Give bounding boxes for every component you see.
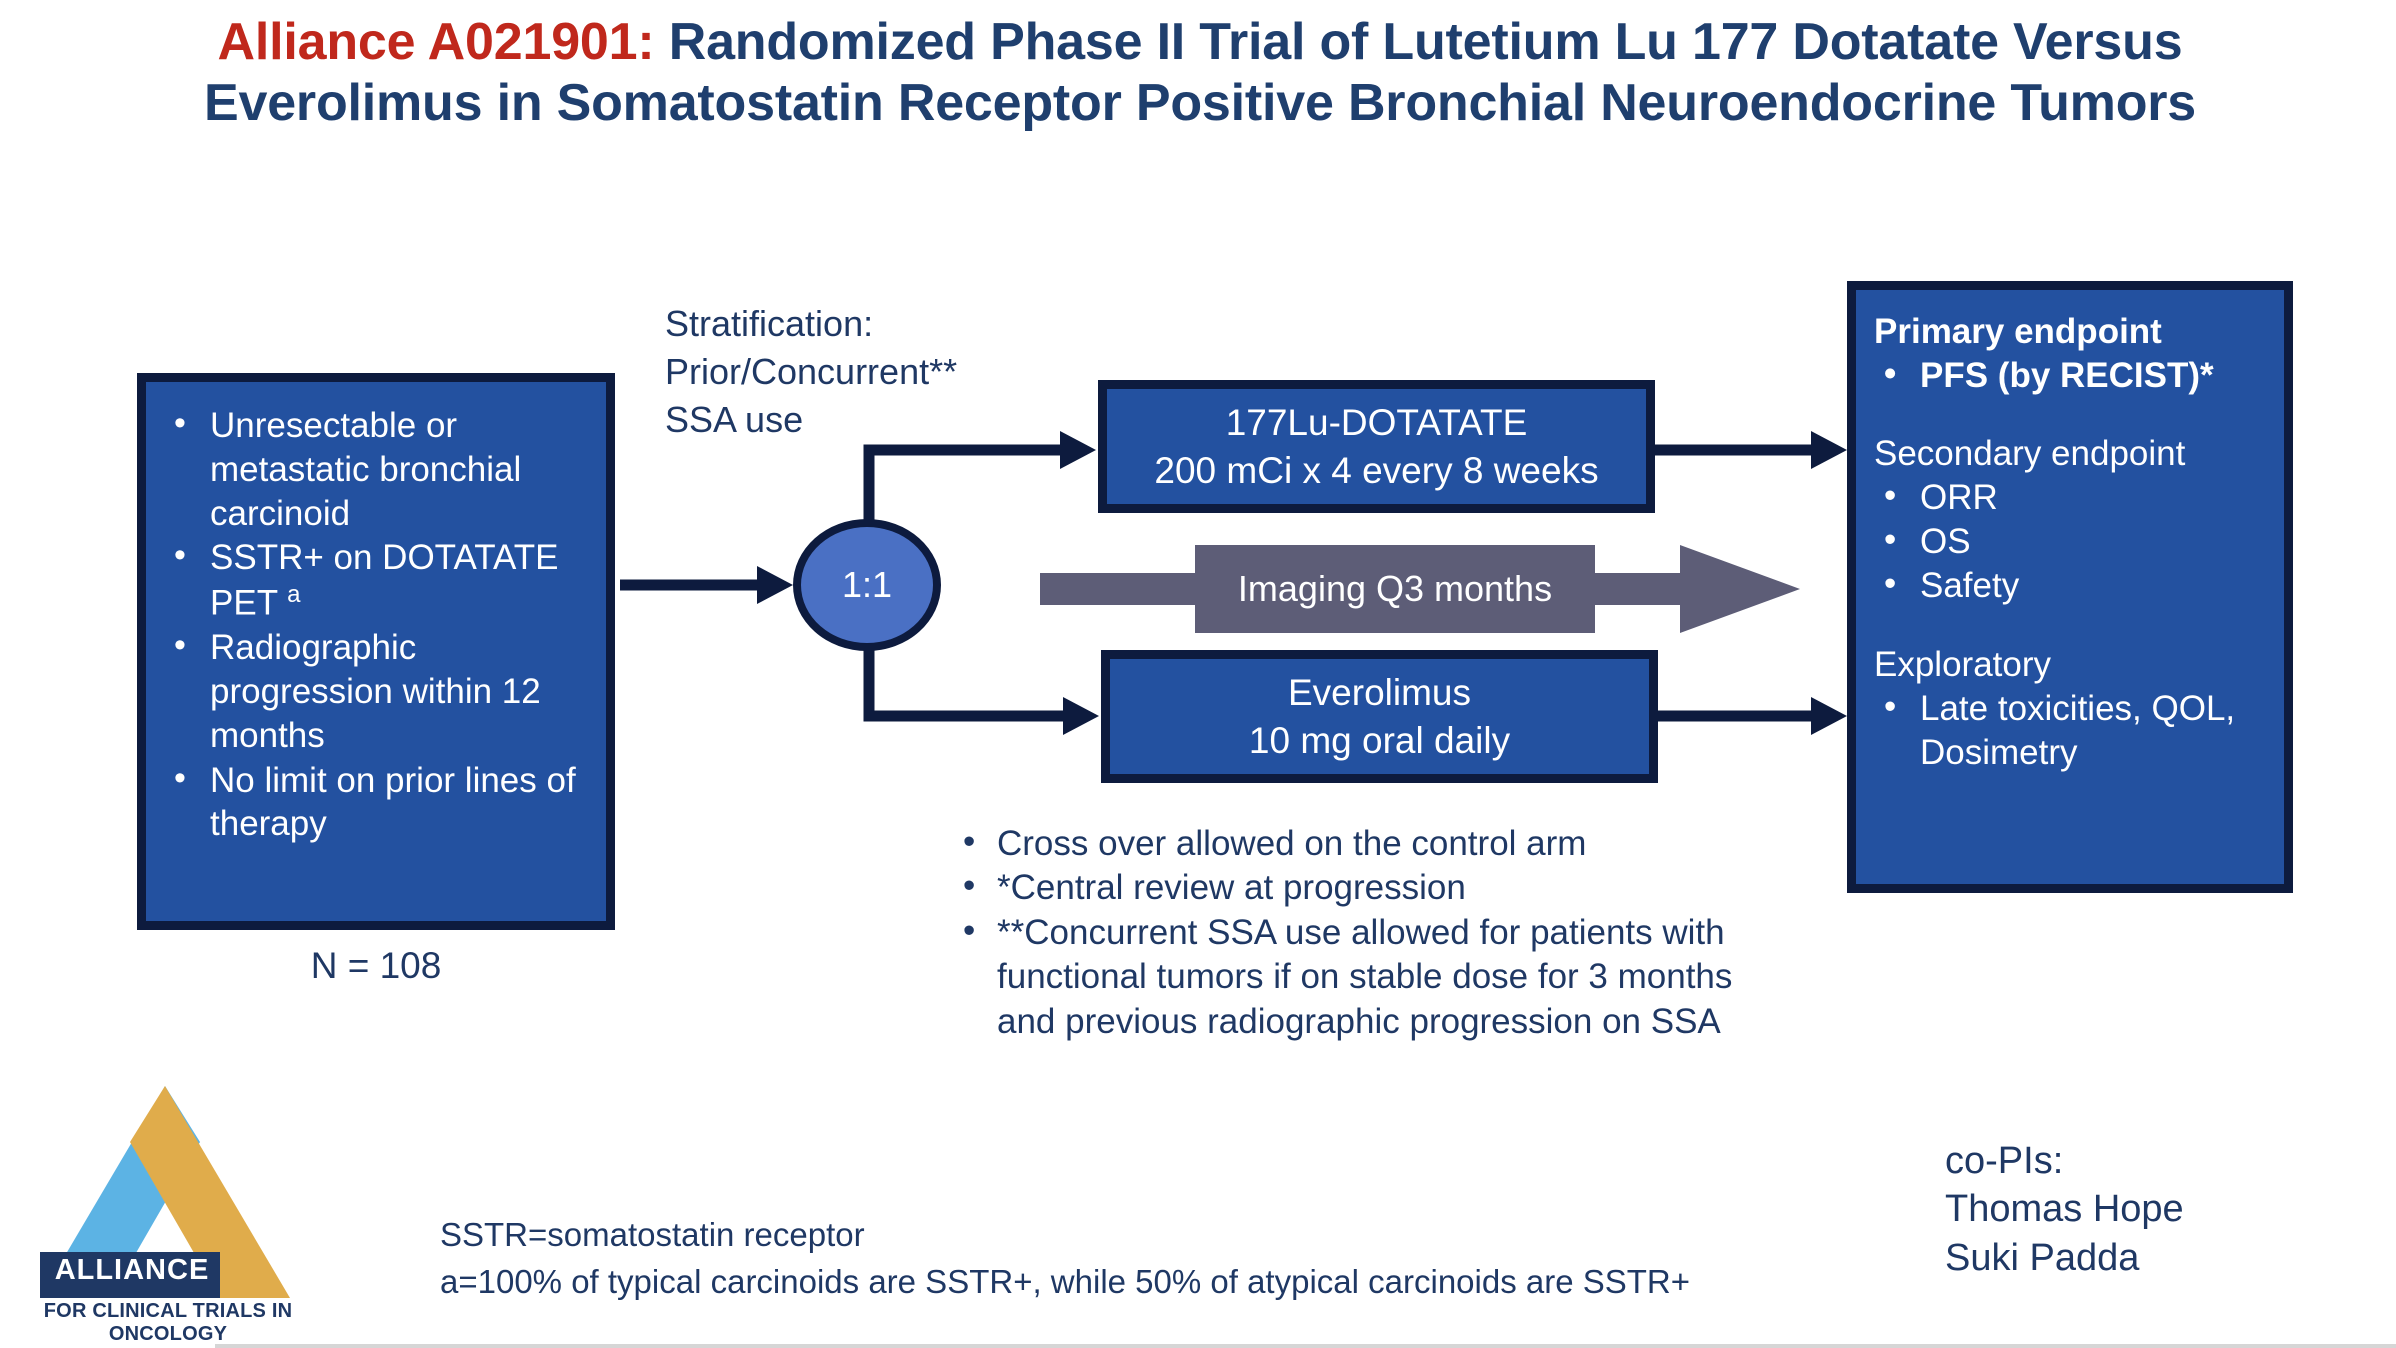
control-arm-box: Everolimus 10 mg oral daily	[1101, 650, 1658, 783]
co-pis-block: co-PIs: Thomas Hope Suki Padda	[1945, 1137, 2345, 1282]
abbreviation-footnote-a: a=100% of typical carcinoids are SSTR+, …	[440, 1262, 1691, 1300]
randomization-ratio-node: 1:1	[793, 519, 941, 651]
list-item: Safety	[1874, 562, 2270, 608]
stratification-note: Stratification: Prior/Concurrent** SSA u…	[665, 300, 1085, 444]
alliance-logo	[40, 1086, 290, 1298]
trial-notes-list: Cross over allowed on the control arm *C…	[955, 820, 1785, 1044]
control-arm-drug: Everolimus	[1288, 672, 1471, 714]
page-title: Alliance A021901: Randomized Phase II Tr…	[110, 12, 2290, 134]
abbreviation-sstr: SSTR=somatostatin receptor	[440, 1216, 865, 1253]
list-item: Unresectable or metastatic bronchial car…	[166, 402, 588, 535]
list-item: *Central review at progression	[955, 864, 1785, 910]
randomization-ratio-label: 1:1	[841, 564, 893, 605]
imaging-schedule-label: Imaging Q3 months	[1237, 568, 1553, 609]
stratification-line-2: Prior/Concurrent**	[665, 350, 958, 392]
list-item: PFS (by RECIST)*	[1874, 352, 2270, 398]
experimental-arm-dose: 200 mCi x 4 every 8 weeks	[1154, 449, 1599, 491]
list-item: Radiographic progression within 12 month…	[166, 624, 588, 757]
stratification-line-1: Stratification:	[665, 303, 874, 344]
spacer	[1874, 609, 2270, 643]
secondary-endpoint-list: ORR OS Safety	[1874, 474, 2270, 608]
bottom-divider	[215, 1344, 2396, 1348]
title-main: Randomized Phase II Trial of Lutetium Lu…	[203, 13, 2197, 132]
list-item: SSTR+ on DOTATATE PET a	[166, 534, 588, 625]
endpoints-box: Primary endpoint PFS (by RECIST)* Second…	[1847, 281, 2293, 893]
co-pi-name: Suki Padda	[1945, 1236, 2140, 1279]
co-pi-name: Thomas Hope	[1945, 1188, 2184, 1231]
logo-wordmark: ALLIANCE	[54, 1254, 210, 1286]
control-arm-dose: 10 mg oral daily	[1248, 719, 1511, 761]
spacer	[1874, 398, 2270, 432]
exploratory-endpoint-list: Late toxicities, QOL, Dosimetry	[1874, 685, 2270, 775]
list-item: No limit on prior lines of therapy	[166, 757, 588, 847]
logo-triangle-right	[130, 1086, 290, 1298]
abbreviations-note: SSTR=somatostatin receptor a=100% of typ…	[440, 1212, 1740, 1306]
eligibility-list: Unresectable or metastatic bronchial car…	[166, 402, 588, 847]
sample-size-label: N = 108	[310, 945, 442, 986]
list-item: Cross over allowed on the control arm	[955, 820, 1785, 866]
secondary-endpoint-header: Secondary endpoint	[1874, 434, 2186, 474]
primary-endpoint-header: Primary endpoint	[1874, 312, 2162, 351]
list-item: Late toxicities, QOL, Dosimetry	[1874, 685, 2270, 775]
title-trial-id: Alliance A021901:	[217, 13, 655, 71]
footnote-marker-a: a	[287, 581, 301, 608]
co-pis-label: co-PIs:	[1945, 1140, 2064, 1182]
logo-banner	[40, 1252, 220, 1298]
stratification-line-3: SSA use	[665, 398, 804, 440]
eligibility-criteria-box: Unresectable or metastatic bronchial car…	[137, 373, 615, 930]
primary-endpoint-list: PFS (by RECIST)*	[1874, 352, 2270, 398]
list-item: ORR	[1874, 474, 2270, 520]
exploratory-endpoint-header: Exploratory	[1874, 644, 2052, 684]
list-item: **Concurrent SSA use allowed for patient…	[955, 909, 1785, 1044]
list-item: OS	[1874, 518, 2270, 564]
logo-caption: FOR CLINICAL TRIALS IN ONCOLOGY	[43, 1300, 293, 1345]
experimental-arm-drug: 177Lu-DOTATATE	[1225, 402, 1528, 444]
imaging-schedule-arrow	[1040, 545, 1800, 633]
experimental-arm-box: 177Lu-DOTATATE 200 mCi x 4 every 8 weeks	[1098, 380, 1655, 513]
